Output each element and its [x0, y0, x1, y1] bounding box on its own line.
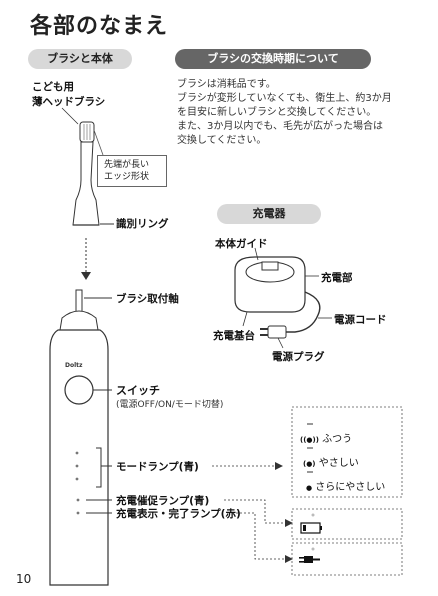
replacement-line: を目安に新しいブラシと交換してください。: [177, 107, 377, 118]
replacement-line: ブラシは消耗品です。: [177, 79, 276, 90]
charger-base-label: 充電基台: [213, 330, 255, 342]
mode-label: やさしい: [318, 458, 359, 469]
id-ring-label: 識別リング: [116, 218, 169, 230]
mode-item: ● さらにやさしい: [306, 478, 385, 493]
callout-leader: [93, 129, 104, 156]
brush-tip-callout: 先端が長い エッジ形状: [97, 155, 167, 187]
brush-name-leader: [61, 107, 79, 125]
mode-soft-icon: (●): [303, 460, 316, 468]
switch-sublabel: (電源OFF/ON/モード切替): [116, 400, 224, 410]
power-cord-label: 電源コード: [334, 314, 387, 326]
replacement-line: 交換してください。: [177, 135, 267, 146]
charger-section-header: 充電器: [217, 204, 321, 224]
page-title: 各部のなまえ: [30, 14, 169, 39]
mode-lamp-label: モードランプ(青): [116, 461, 199, 473]
brush-name-line2: 薄ヘッドブラシ: [32, 96, 106, 108]
charge-status-lamp-label: 充電表示・完了ランプ(赤): [116, 508, 241, 520]
charge-prompt-box: [291, 508, 403, 540]
brush-head-illustration: [72, 121, 100, 226]
mode-item: (●) やさしい: [303, 454, 359, 469]
body-guide-label: 本体ガイド: [215, 238, 268, 250]
mode-item: ((●)) ふつう: [300, 430, 352, 445]
mode-label: ふつう: [322, 434, 353, 445]
attach-arrow-head: [81, 272, 91, 280]
mode-bracket: [96, 447, 102, 488]
replacement-text: ブラシは消耗品です。 ブラシが変形していなくても、衛生上、約3か月 を目安に新し…: [177, 78, 417, 148]
charger-illustration: [234, 256, 321, 339]
mode-softest-icon: ●: [306, 484, 313, 492]
plug-icon: [299, 556, 320, 563]
charge-status-box: [291, 542, 403, 576]
charging-part-label: 充電部: [321, 272, 353, 284]
mode-label: さらにやさしい: [315, 482, 386, 493]
shaft-label: ブラシ取付軸: [116, 293, 179, 305]
replacement-section-header: ブラシの交換時期について: [175, 49, 371, 69]
switch-button-shape: [64, 375, 94, 405]
brush-section-header: ブラシと本体: [28, 49, 132, 69]
replacement-line: また、3か月以内でも、毛先が広がった場合は: [177, 121, 384, 132]
callout-line1: 先端が長い: [104, 160, 150, 170]
battery-icon: [300, 522, 322, 534]
toothbrush-handle-illustration: [49, 289, 109, 586]
brush-name-line1: こども用: [32, 81, 74, 93]
charge-prompt-lamp-label: 充電催促ランプ(青): [116, 495, 210, 507]
callout-line2: エッジ形状: [104, 172, 150, 182]
page-number: 10: [16, 572, 32, 586]
replacement-line: ブラシが変形していなくても、衛生上、約3か月: [177, 93, 392, 104]
mode-strong-icon: ((●)): [300, 436, 319, 444]
power-plug-label: 電源プラグ: [272, 351, 325, 363]
switch-label: スイッチ: [116, 384, 160, 397]
brand-logo: Doltz: [65, 362, 83, 369]
